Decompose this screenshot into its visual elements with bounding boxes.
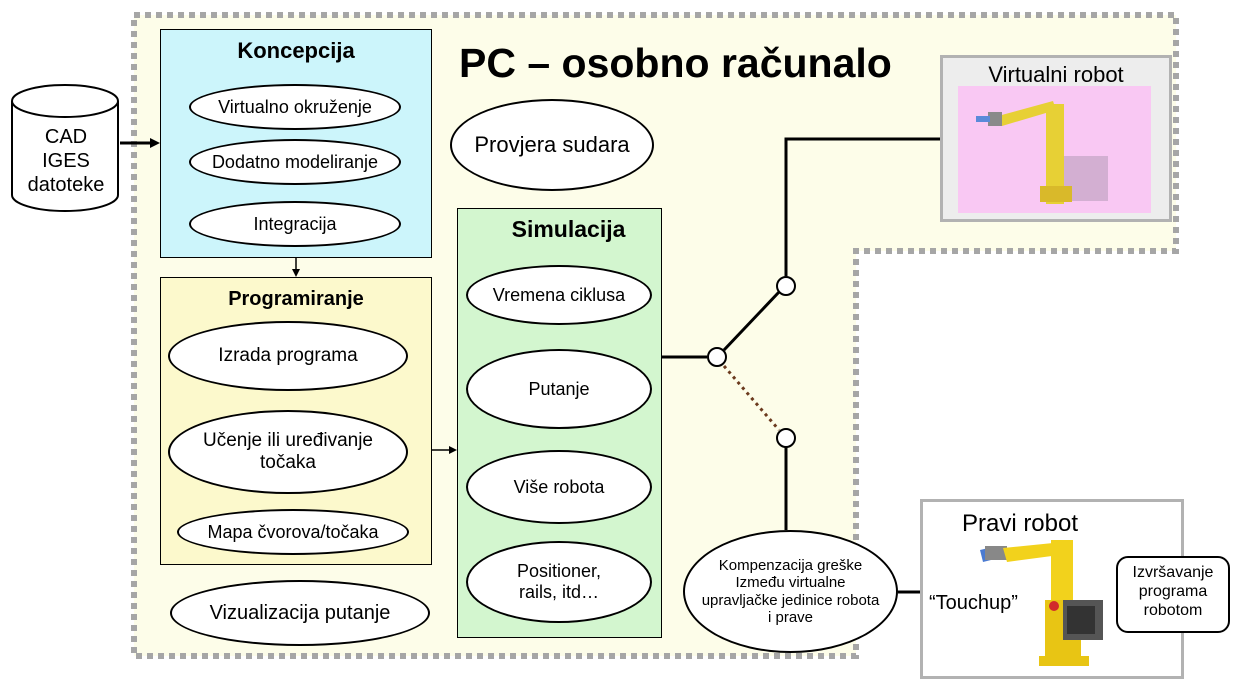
cad-label: CAD IGES datoteke bbox=[10, 125, 122, 197]
simulacija-item-putanje: Putanje bbox=[466, 349, 652, 429]
koncepcija-programiranje-arrowhead bbox=[292, 269, 300, 277]
cad-line-2: IGES bbox=[42, 150, 90, 172]
real-robot-image bbox=[980, 540, 1103, 666]
vizualizacija-putanje: Vizualizacija putanje bbox=[170, 580, 430, 646]
programiranje-item-izrada: Izrada programa bbox=[168, 321, 408, 391]
simulacija-item-vise-robota: Više robota bbox=[466, 450, 652, 524]
switch-node-virtual bbox=[776, 276, 796, 296]
koncepcija-item-dodatno: Dodatno modeliranje bbox=[189, 139, 401, 185]
programiranje-item-mapa: Mapa čvorova/točaka bbox=[177, 509, 409, 555]
izvrsavanje-box bbox=[1116, 556, 1230, 633]
provjera-sudara: Provjera sudara bbox=[450, 99, 654, 191]
simulacija-item-vremena: Vremena ciklusa bbox=[466, 265, 652, 325]
page-title: PC – osobno računalo bbox=[459, 40, 892, 86]
programiranje-title: Programiranje bbox=[228, 288, 364, 310]
virtualni-robot-title: Virtualni robot bbox=[988, 62, 1124, 87]
virtual-robot-line bbox=[784, 137, 940, 276]
programiranje-simulacija-arrowhead bbox=[449, 446, 457, 454]
simulacija-title: Simulacija bbox=[511, 216, 626, 242]
koncepcija-title: Koncepcija bbox=[237, 38, 355, 63]
cad-line-3: datoteke bbox=[27, 174, 105, 196]
virtual-robot-image bbox=[958, 86, 1151, 213]
programiranje-item-ucenje: Učenje ili uređivanje točaka bbox=[168, 410, 408, 494]
pravi-robot-title: Pravi robot bbox=[961, 510, 1079, 537]
cad-line-1: CAD bbox=[44, 126, 88, 148]
touchup-label: “Touchup” bbox=[929, 592, 1018, 614]
koncepcija-item-integracija: Integracija bbox=[189, 201, 401, 247]
koncepcija-item-virtualno: Virtualno okruženje bbox=[189, 84, 401, 130]
switch-node-center bbox=[707, 347, 727, 367]
switch-node-real bbox=[776, 428, 796, 448]
kompenzacija-ellipse: Kompenzacija greške Između virtualne upr… bbox=[683, 530, 898, 653]
cad-database-icon bbox=[11, 84, 119, 212]
cad-arrowhead bbox=[150, 138, 160, 148]
simulacija-item-positioner: Positioner, rails, itd… bbox=[466, 541, 652, 623]
switch-real-dotted-line bbox=[722, 365, 781, 431]
izvrsavanje-label: Izvršavanje programa robotom bbox=[1132, 564, 1214, 619]
switch-virtual-line bbox=[722, 290, 781, 352]
